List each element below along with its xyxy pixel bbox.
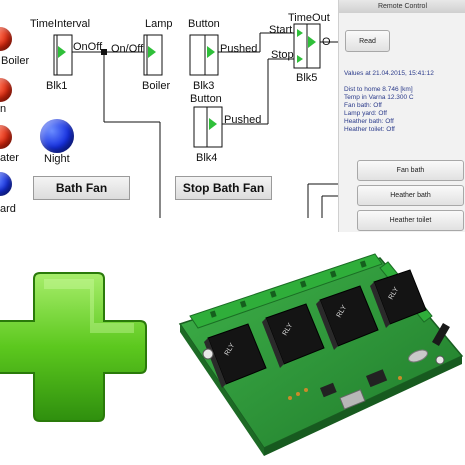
led-label-2: n — [0, 103, 7, 115]
status-led-2 — [0, 78, 12, 102]
block-name-blk5: Blk5 — [296, 72, 318, 84]
read-button[interactable]: Read — [345, 30, 390, 52]
info-line-3: Fan bath: Off — [344, 102, 382, 109]
info-line-1: Dist to home 8.746 [km] — [344, 86, 413, 93]
status-led-3 — [0, 125, 12, 149]
led-label-night: Night — [44, 153, 70, 165]
port-label-out: O — [322, 36, 331, 48]
remote-control-window: Remote Control Read Values at 21.04.2015… — [338, 0, 465, 232]
values-timestamp: Values at 21.04.2015, 15:41:12 — [344, 70, 434, 77]
port-label-pushed-3: Pushed — [220, 43, 258, 55]
info-line-4: Lamp yard: Off — [344, 110, 387, 117]
fan-bath-button[interactable]: Fan bath — [357, 160, 464, 181]
heather-bath-button[interactable]: Heather bath — [357, 185, 464, 206]
block-name-blk3: Blk3 — [193, 80, 215, 92]
port-label-pushed-4: Pushed — [224, 114, 262, 126]
relay-group — [204, 269, 427, 388]
led-label-4: ard — [0, 203, 16, 215]
port-label-stop: Stop — [271, 49, 294, 61]
led-label-boiler: Boiler — [1, 55, 30, 67]
port-label-start: Start — [269, 24, 293, 36]
remote-title: Remote Control — [339, 0, 465, 13]
info-line-2: Temp in Varna 12.300 C — [344, 94, 414, 101]
block-title-lamp: Lamp — [145, 18, 173, 30]
status-led-boiler — [0, 27, 12, 51]
info-line-5: Heather bath: Off — [344, 118, 394, 125]
heather-toilet-button[interactable]: Heather toilet — [357, 210, 464, 231]
block-name-blk4: Blk4 — [196, 152, 218, 164]
status-led-night — [40, 119, 74, 153]
block-title-button-4: Button — [190, 93, 222, 105]
block-title-button-3: Button — [188, 18, 220, 30]
bath-fan-button[interactable]: Bath Fan — [33, 176, 130, 200]
status-led-4 — [0, 172, 12, 196]
info-line-6: Heather toilet: Off — [344, 126, 395, 133]
block-name-blk1: Blk1 — [46, 80, 68, 92]
port-label-onoff: OnOff — [73, 41, 103, 53]
block-title-timeout: TimeOut — [288, 12, 330, 24]
stop-bath-fan-button[interactable]: Stop Bath Fan — [175, 176, 272, 200]
block-title-timeinterval: TimeInterval — [30, 18, 91, 30]
led-label-3: ater — [0, 152, 19, 164]
plus-icon — [0, 272, 147, 422]
block-name-boiler: Boiler — [142, 80, 171, 92]
port-label-on-off: On/Off — [111, 43, 144, 55]
block-diagram — [53, 23, 340, 218]
